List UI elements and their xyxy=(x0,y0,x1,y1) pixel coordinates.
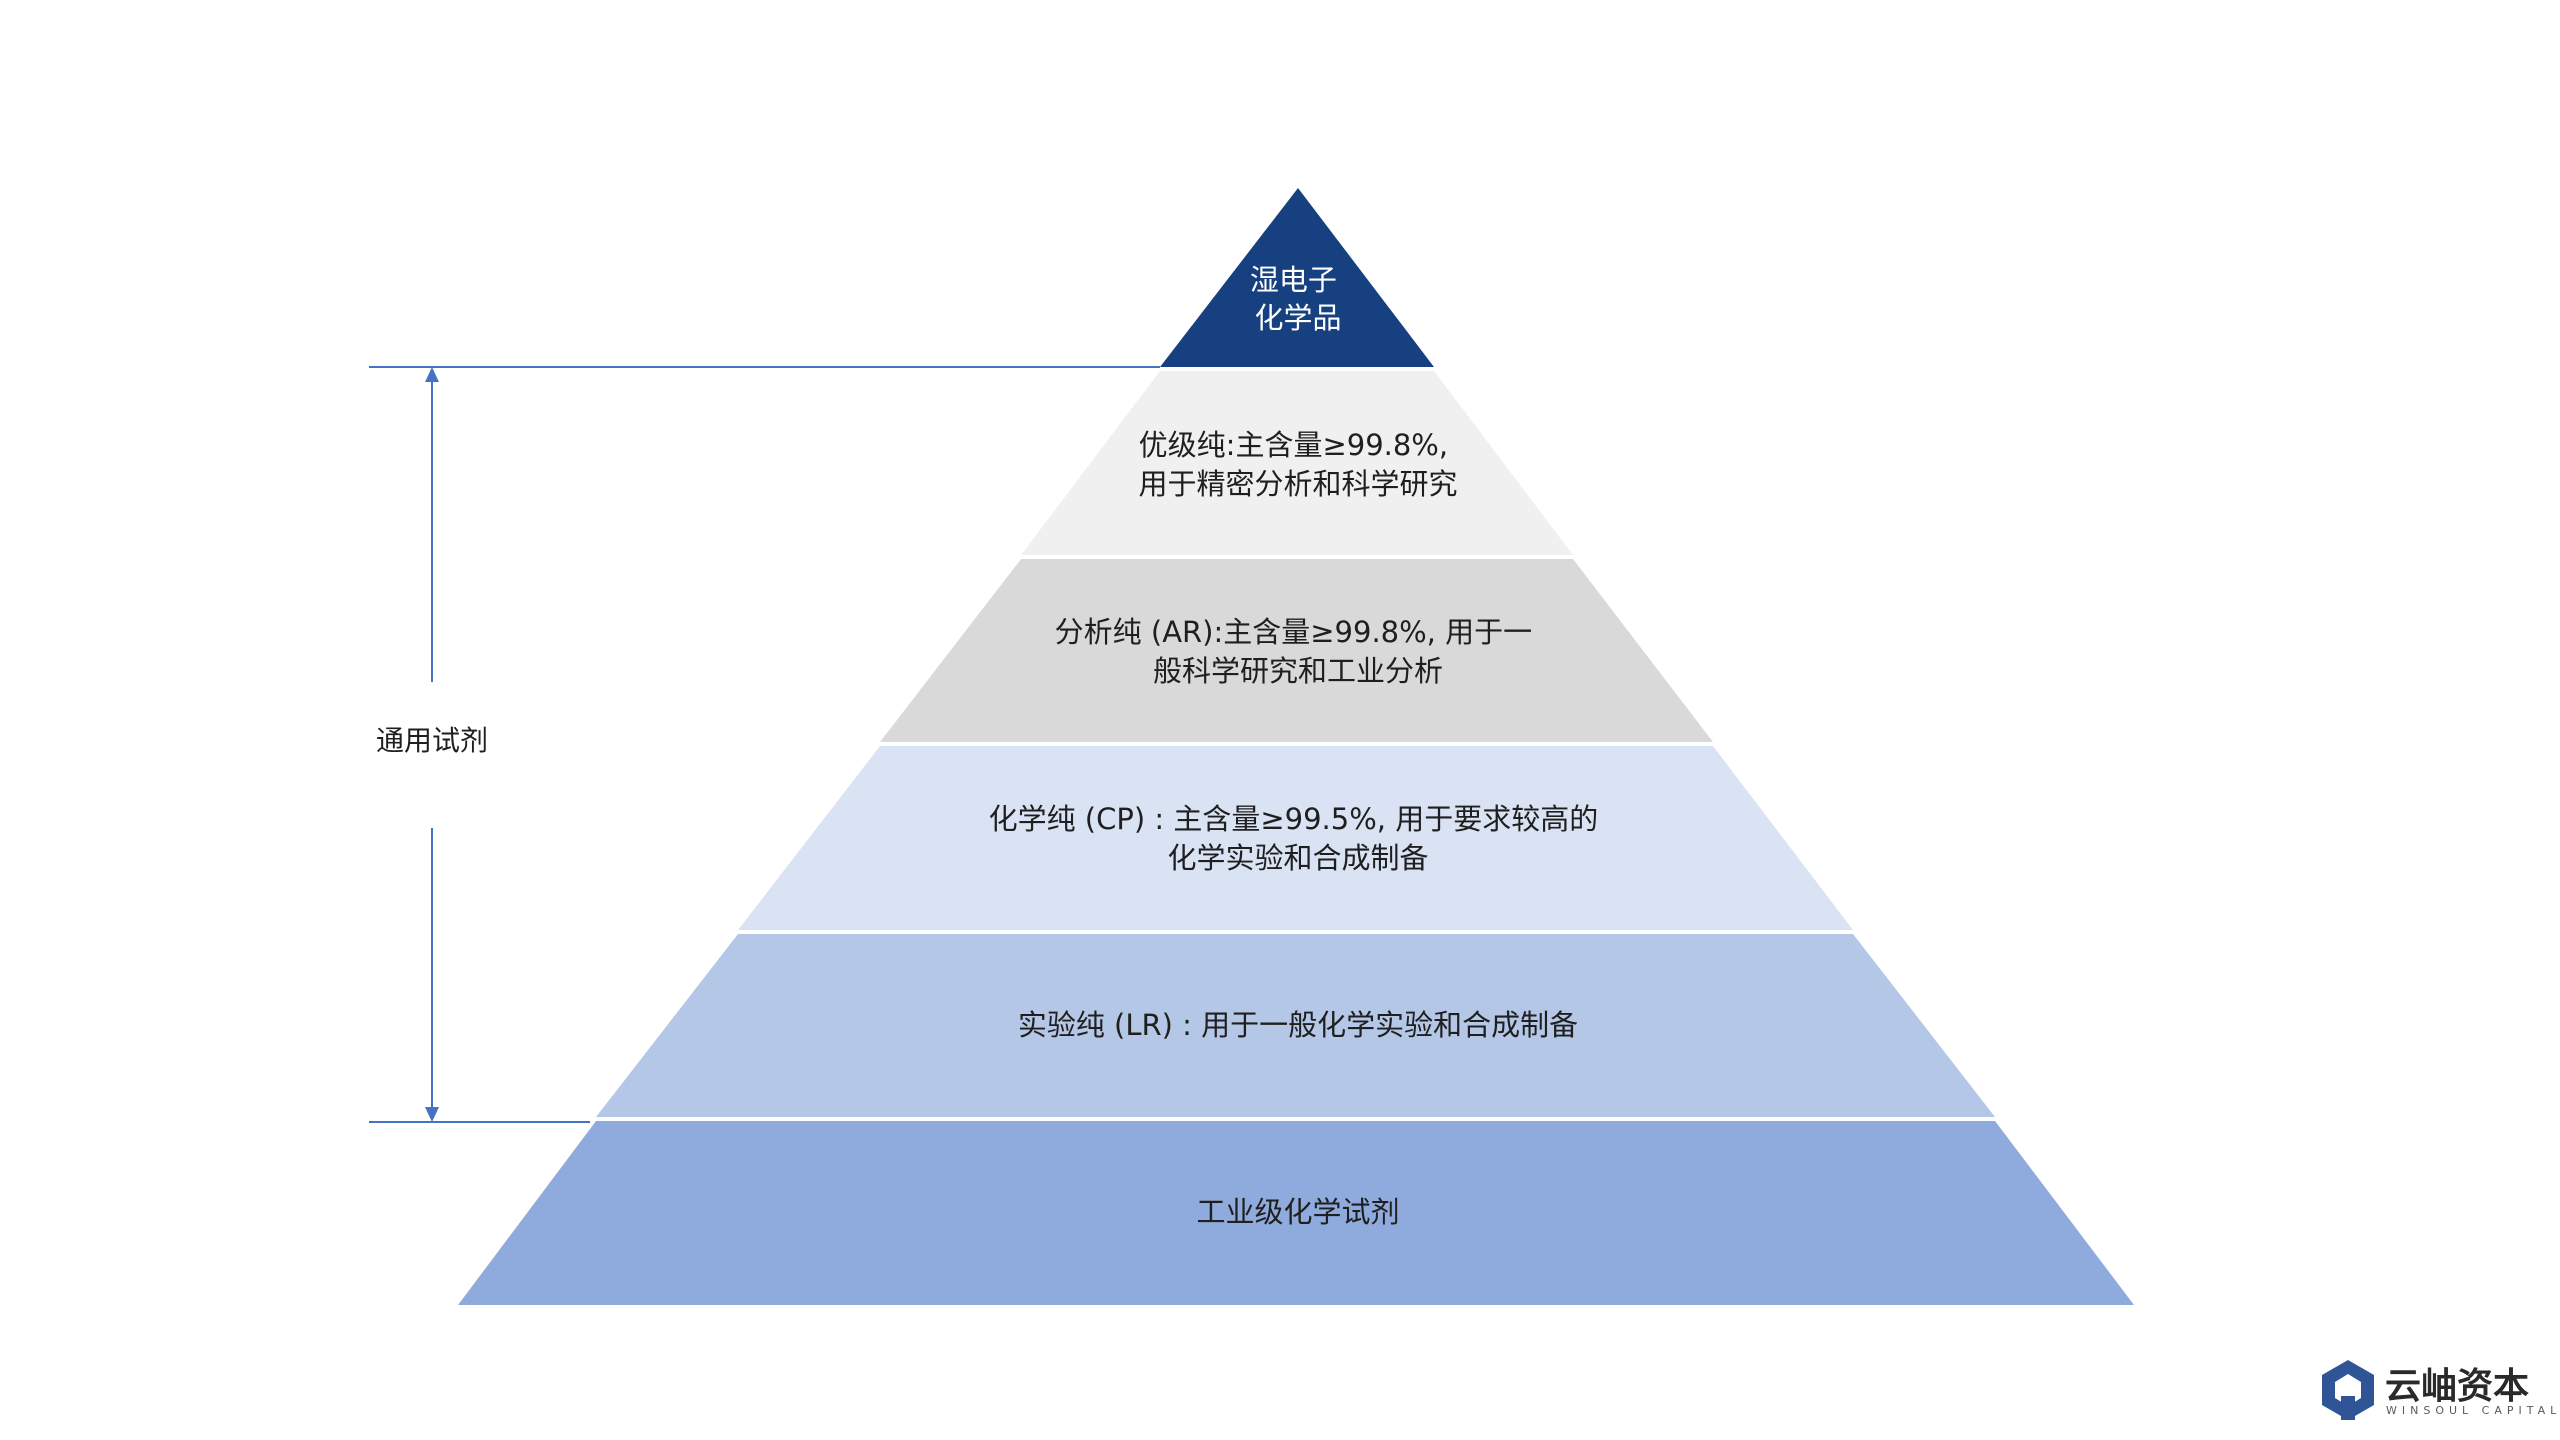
tier-3-text: 化学纯 (CP) : 主含量≥99.5%, 用于要求较高的 化学实验和合成制备 xyxy=(989,802,1608,875)
tier-5-text: 工业级化学试剂 xyxy=(1196,1195,1399,1229)
tier-4-shape xyxy=(596,934,1995,1117)
bracket-label: 通用试剂 xyxy=(376,724,488,757)
tier-3-line-1: 化学实验和合成制备 xyxy=(1167,841,1428,875)
tier-2-text: 分析纯 (AR):主含量≥99.8%, 用于一 般科学研究和工业分析 xyxy=(1055,615,1542,688)
tier-4-text: 实验纯 (LR) : 用于一般化学实验和合成制备 xyxy=(1018,1008,1578,1042)
logo-name-en: WINSOUL CAPITAL xyxy=(2386,1404,2560,1417)
tier-0-text: 湿电子 化学品 xyxy=(1250,263,1346,335)
tier-4-line-0: 实验纯 (LR) : 用于一般化学实验和合成制备 xyxy=(1018,1008,1578,1042)
tier-0-line-0: 湿电子 xyxy=(1250,263,1337,297)
tier-2-line-0: 分析纯 (AR):主含量≥99.8%, 用于一 xyxy=(1055,615,1532,649)
tier-5-line-0: 工业级化学试剂 xyxy=(1196,1195,1399,1229)
tier-0-shape xyxy=(1160,188,1434,367)
bracket-up-arrowhead xyxy=(425,367,439,382)
general-reagents-bracket: 通用试剂 xyxy=(369,366,1160,1123)
tier-1-text: 优级纯:主含量≥99.8%, 用于精密分析和科学研究 xyxy=(1138,428,1457,501)
tier-2-shape xyxy=(880,559,1713,742)
winsoul-logo-icon xyxy=(2322,1360,2374,1420)
company-logo: 云岫资本 WINSOUL CAPITAL xyxy=(2322,1360,2560,1420)
bracket-down-arrowhead xyxy=(425,1107,439,1122)
tier-1-line-0: 优级纯:主含量≥99.8%, xyxy=(1139,428,1448,462)
tier-3-shape xyxy=(738,746,1853,930)
tier-1-shape xyxy=(1021,371,1573,555)
tier-3-line-0: 化学纯 (CP) : 主含量≥99.5%, 用于要求较高的 xyxy=(989,802,1599,836)
pyramid: 湿电子 化学品 优级纯:主含量≥99.8%, 用于精密分析和科学研究 分析纯 (… xyxy=(458,188,2134,1305)
logo-name-cn: 云岫资本 xyxy=(2385,1365,2529,1407)
tier-2-line-1: 般科学研究和工业分析 xyxy=(1153,654,1443,688)
tier-0-line-1: 化学品 xyxy=(1254,301,1341,335)
tier-5-shape xyxy=(458,1121,2134,1305)
logo-hexagon-notch xyxy=(2341,1396,2355,1420)
tier-1-line-1: 用于精密分析和科学研究 xyxy=(1138,467,1457,501)
